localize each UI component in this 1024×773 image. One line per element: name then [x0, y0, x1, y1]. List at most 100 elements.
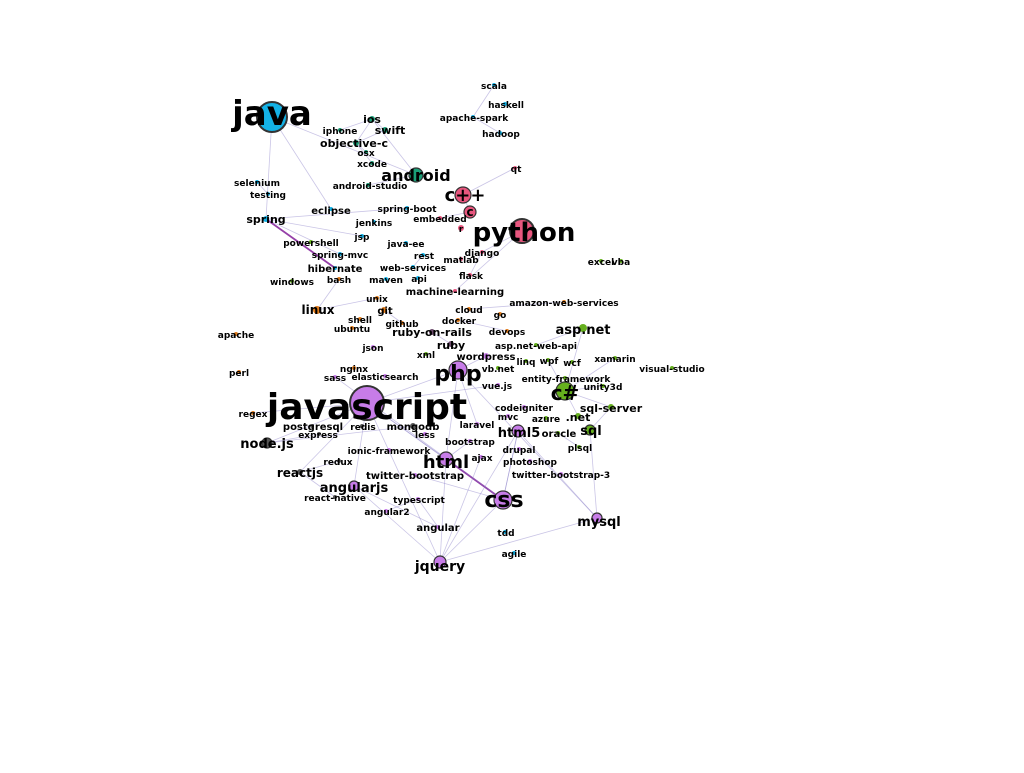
node-express[interactable]: [317, 432, 321, 436]
node-agile[interactable]: [512, 551, 516, 555]
node-json[interactable]: [371, 345, 375, 349]
node-reactjs[interactable]: [297, 469, 303, 475]
node-qt[interactable]: [513, 166, 517, 170]
node-drupal[interactable]: [517, 447, 521, 451]
node-ubuntu[interactable]: [350, 326, 354, 330]
node-sass[interactable]: [333, 375, 337, 379]
node-vb-net[interactable]: [496, 366, 500, 370]
node-mvc[interactable]: [506, 414, 510, 418]
node-react-native[interactable]: [333, 495, 337, 499]
node-javascript[interactable]: [349, 385, 385, 421]
node-spring-boot[interactable]: [405, 206, 409, 210]
node-linq[interactable]: [524, 359, 528, 363]
node-shell[interactable]: [358, 317, 362, 321]
node-mysql[interactable]: [591, 512, 603, 524]
node-spring[interactable]: [263, 216, 269, 222]
node-rest[interactable]: [421, 253, 425, 257]
node-redis[interactable]: [360, 424, 364, 428]
node-photoshop[interactable]: [528, 459, 532, 463]
node-entity-framework[interactable]: [563, 376, 567, 380]
node-elasticsearch[interactable]: [383, 374, 387, 378]
node-postgresql[interactable]: [310, 424, 314, 428]
node-apache-spark[interactable]: [471, 115, 475, 119]
node-java[interactable]: [256, 101, 288, 133]
node-regex[interactable]: [251, 411, 255, 415]
node-css[interactable]: [493, 490, 513, 510]
node-objective-c[interactable]: [353, 140, 359, 146]
node-eclipse[interactable]: [329, 207, 333, 211]
node-asp-net[interactable]: [579, 324, 587, 332]
node-wordpress[interactable]: [483, 353, 489, 359]
node-docker[interactable]: [456, 318, 460, 322]
node-ruby-on-rails[interactable]: [429, 329, 435, 335]
node-hibernate[interactable]: [333, 266, 337, 270]
node-xcode[interactable]: [370, 161, 374, 165]
node-web-services[interactable]: [411, 265, 415, 269]
node-less[interactable]: [423, 432, 427, 436]
node-c[interactable]: [463, 205, 477, 219]
node-embedded[interactable]: [438, 216, 442, 220]
node-r[interactable]: [458, 225, 464, 231]
node-sql[interactable]: [584, 424, 596, 436]
node-mongodb[interactable]: [410, 423, 416, 429]
node-c-[interactable]: [555, 381, 575, 401]
node-php[interactable]: [448, 360, 468, 380]
node-android-studio[interactable]: [366, 183, 370, 187]
node-maven[interactable]: [384, 277, 388, 281]
node-git[interactable]: [381, 307, 387, 313]
node-api[interactable]: [416, 276, 420, 280]
node-tdd[interactable]: [503, 530, 507, 534]
node-testing[interactable]: [266, 192, 270, 196]
node-jsp[interactable]: [360, 234, 364, 238]
node-xamarin[interactable]: [613, 356, 617, 360]
node-ios[interactable]: [369, 116, 375, 122]
node-osx[interactable]: [364, 150, 368, 154]
node-cloud[interactable]: [467, 307, 471, 311]
node-c-[interactable]: [454, 186, 472, 204]
node-ajax[interactable]: [479, 455, 483, 459]
node-sql-server[interactable]: [608, 404, 614, 410]
node-perl[interactable]: [237, 370, 241, 374]
node-excel[interactable]: [599, 259, 603, 263]
node-jenkins[interactable]: [372, 220, 376, 224]
node-github[interactable]: [400, 321, 404, 325]
node-laravel[interactable]: [475, 422, 479, 426]
node-nginx[interactable]: [352, 366, 356, 370]
node-vue-js[interactable]: [496, 383, 500, 387]
node-matlab[interactable]: [459, 257, 463, 261]
node-twitter-bootstrap-3[interactable]: [559, 472, 563, 476]
node-vba[interactable]: [619, 259, 623, 263]
node-python[interactable]: [509, 218, 535, 244]
node-asp-net-web-api[interactable]: [534, 343, 538, 347]
node-go[interactable]: [498, 312, 502, 316]
node-swift[interactable]: [382, 127, 388, 133]
node-codeigniter[interactable]: [522, 405, 526, 409]
node-redux[interactable]: [337, 459, 341, 463]
node-apache[interactable]: [234, 332, 238, 336]
node-visual-studio[interactable]: [670, 366, 674, 370]
node-angular2[interactable]: [384, 509, 388, 513]
node-node-js[interactable]: [261, 437, 273, 449]
node-django[interactable]: [480, 250, 484, 254]
node-iphone[interactable]: [338, 128, 342, 132]
node-bash[interactable]: [337, 277, 341, 281]
node-windows[interactable]: [290, 279, 294, 283]
node-haskell[interactable]: [503, 102, 507, 106]
node-hadoop[interactable]: [498, 131, 502, 135]
node-angularjs[interactable]: [348, 480, 360, 492]
node-unity3d[interactable]: [601, 384, 605, 388]
node-unix[interactable]: [375, 296, 379, 300]
node-spring-mvc[interactable]: [338, 252, 342, 256]
node-flask[interactable]: [468, 273, 472, 277]
node-amazon-web-services[interactable]: [562, 300, 566, 304]
node-selenium[interactable]: [255, 180, 259, 184]
node-bootstrap[interactable]: [468, 439, 472, 443]
node-angular[interactable]: [436, 525, 440, 529]
node-java-ee[interactable]: [404, 241, 408, 245]
node-wpf[interactable]: [546, 358, 550, 362]
node-html[interactable]: [438, 451, 454, 467]
node-machine-learning[interactable]: [453, 289, 457, 293]
node-jquery[interactable]: [433, 555, 447, 569]
node--net[interactable]: [575, 413, 581, 419]
node-plsql[interactable]: [577, 445, 581, 449]
